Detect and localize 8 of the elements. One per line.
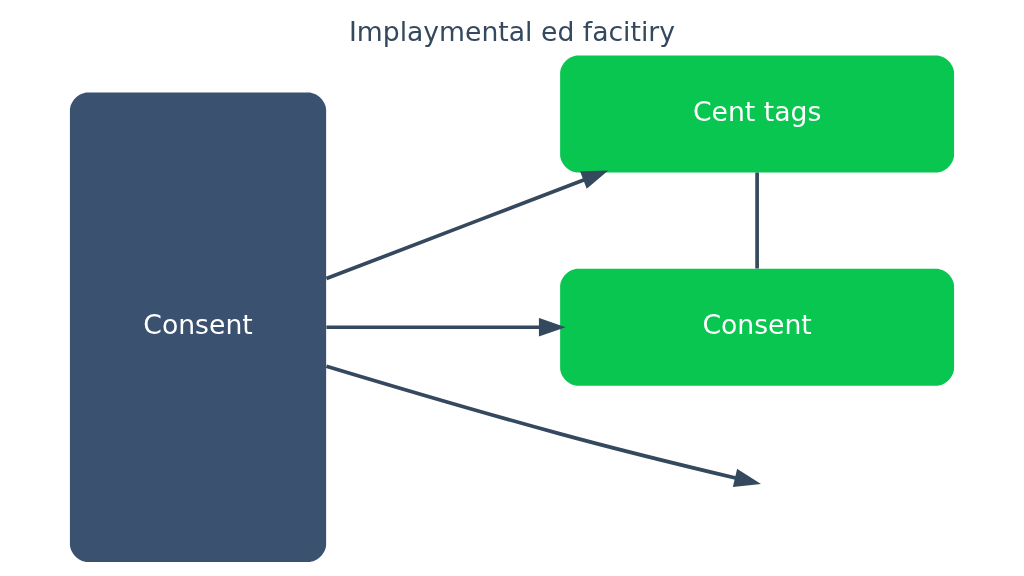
node-box: Consent [69, 92, 327, 562]
node-box: Cent tags [560, 55, 955, 173]
arrow [326, 317, 566, 337]
connector [755, 172, 759, 269]
arrow [325, 364, 761, 487]
arrow [325, 170, 609, 281]
diagram-title: Implaymental ed facitiry [348, 16, 676, 48]
node-box: Consent [560, 268, 955, 386]
